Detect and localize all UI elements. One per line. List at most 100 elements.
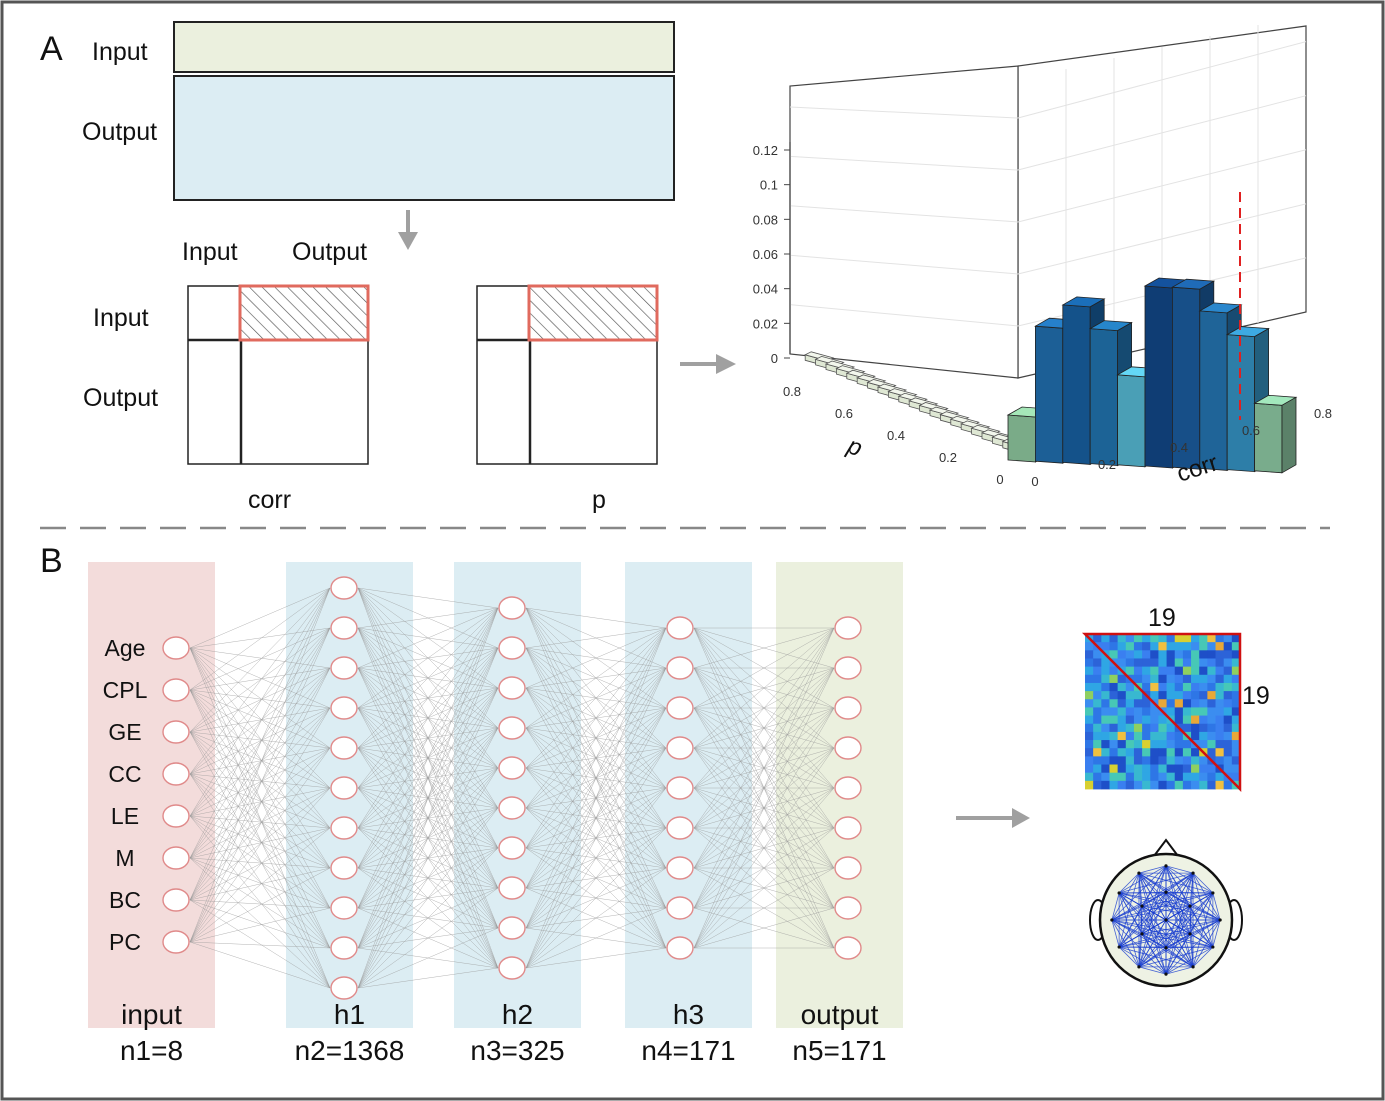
network-edge [189,731,331,869]
brain-edge [1118,946,1140,968]
matrix-row-output-label: Output [83,384,158,412]
network-edge [189,647,331,829]
matrix-cell [1158,756,1167,765]
electrode [1164,864,1168,868]
network-edge [189,689,331,909]
matrix-cell [1085,707,1094,716]
matrix-cell [1150,650,1159,659]
feature-label: GE [108,719,141,745]
matrix-cell [1117,691,1127,700]
matrix-cell [1182,756,1192,765]
matrix-cell [1158,691,1167,700]
p-caption: p [592,486,606,514]
matrix-cell [1150,707,1159,716]
p-tick-label: 0.2 [939,450,957,465]
matrix-cell [1231,723,1241,733]
electrode [1164,946,1168,950]
network-edge [189,627,331,649]
matrix-cell [1101,756,1110,765]
matrix-cell [1182,634,1192,643]
matrix-cell [1166,748,1176,757]
network-edge [525,627,667,969]
network-node [666,816,694,840]
matrix-cell [1142,748,1151,757]
feature-label: PC [109,929,141,955]
matrix-cell [1133,666,1143,676]
matrix-cell [1215,723,1225,733]
p-tick-label: 0.6 [835,406,853,421]
matrix-cell [1174,764,1184,774]
matrix-cell [1191,674,1200,684]
matrix-cell [1215,780,1225,790]
matrix-cell [1199,715,1208,725]
matrix-cell [1191,642,1200,651]
matrix-cell [1093,715,1102,725]
matrix-cell [1109,642,1119,651]
network-node [162,720,190,744]
matrix-cell [1125,731,1135,741]
matrix-cell [1207,699,1216,708]
matrix-cell [1101,707,1110,716]
network-edge [357,927,499,989]
network-edge [525,907,667,969]
network-edge [525,747,667,969]
brain-edge [1189,905,1221,921]
matrix-cell [1231,715,1241,725]
matrix-cell [1125,715,1135,725]
matrix-cell [1142,707,1151,716]
matrix-upper-triangle [1081,632,1242,793]
matrix-cell [1101,740,1110,749]
matrix-cell [1231,764,1241,774]
brain-edge [1111,905,1143,921]
network-edge [189,899,331,949]
matrix-cell [1207,772,1216,782]
matrix-cell [1125,748,1135,757]
matrix-cell [1109,756,1119,765]
matrix-cell [1133,674,1143,684]
network-edge [189,941,331,989]
electrode [1137,871,1141,875]
matrix-cell [1117,650,1127,659]
matrix-cell [1166,650,1176,659]
matrix-cell [1199,682,1208,692]
matrix-cell [1223,666,1233,676]
matrix-cell [1085,740,1094,749]
matrix-cell [1158,731,1167,741]
brain-edge [1118,892,1194,968]
matrix-cell [1231,699,1241,708]
network-edge [189,731,331,749]
network-node [498,796,526,820]
matrix-cell [1174,682,1184,692]
network-edge [189,689,331,989]
matrix-cell [1215,772,1225,782]
electrode [1211,945,1215,949]
network-node [162,762,190,786]
network-edge [189,899,331,989]
brain-edge [1138,873,1143,907]
panel-a: A Input Output Input Output Input Output [40,21,1332,514]
matrix-cell [1085,715,1094,725]
matrix-cell [1215,666,1225,676]
matrix-cell [1166,666,1176,676]
right-arrow-icon-b [956,808,1030,828]
matrix-cell [1207,691,1216,700]
layer-bands [88,562,903,1028]
network-edge [189,773,331,829]
matrix-cell [1174,731,1184,741]
network-edge [525,627,667,849]
matrix-cell [1223,642,1233,651]
network-edge [357,687,499,989]
network-edge [189,587,331,817]
matrix-cell [1158,723,1167,733]
matrix-cell [1174,650,1184,659]
network-node [834,736,862,760]
matrix-cell [1125,780,1135,790]
panel-b-label: B [40,542,63,580]
matrix-cell [1109,707,1119,716]
network-edge [189,667,331,943]
matrix-cell [1093,650,1102,659]
matrix-cell [1207,666,1216,676]
network-edge [357,727,499,989]
matrix-cell [1125,756,1135,765]
matrix-cell [1093,699,1102,708]
